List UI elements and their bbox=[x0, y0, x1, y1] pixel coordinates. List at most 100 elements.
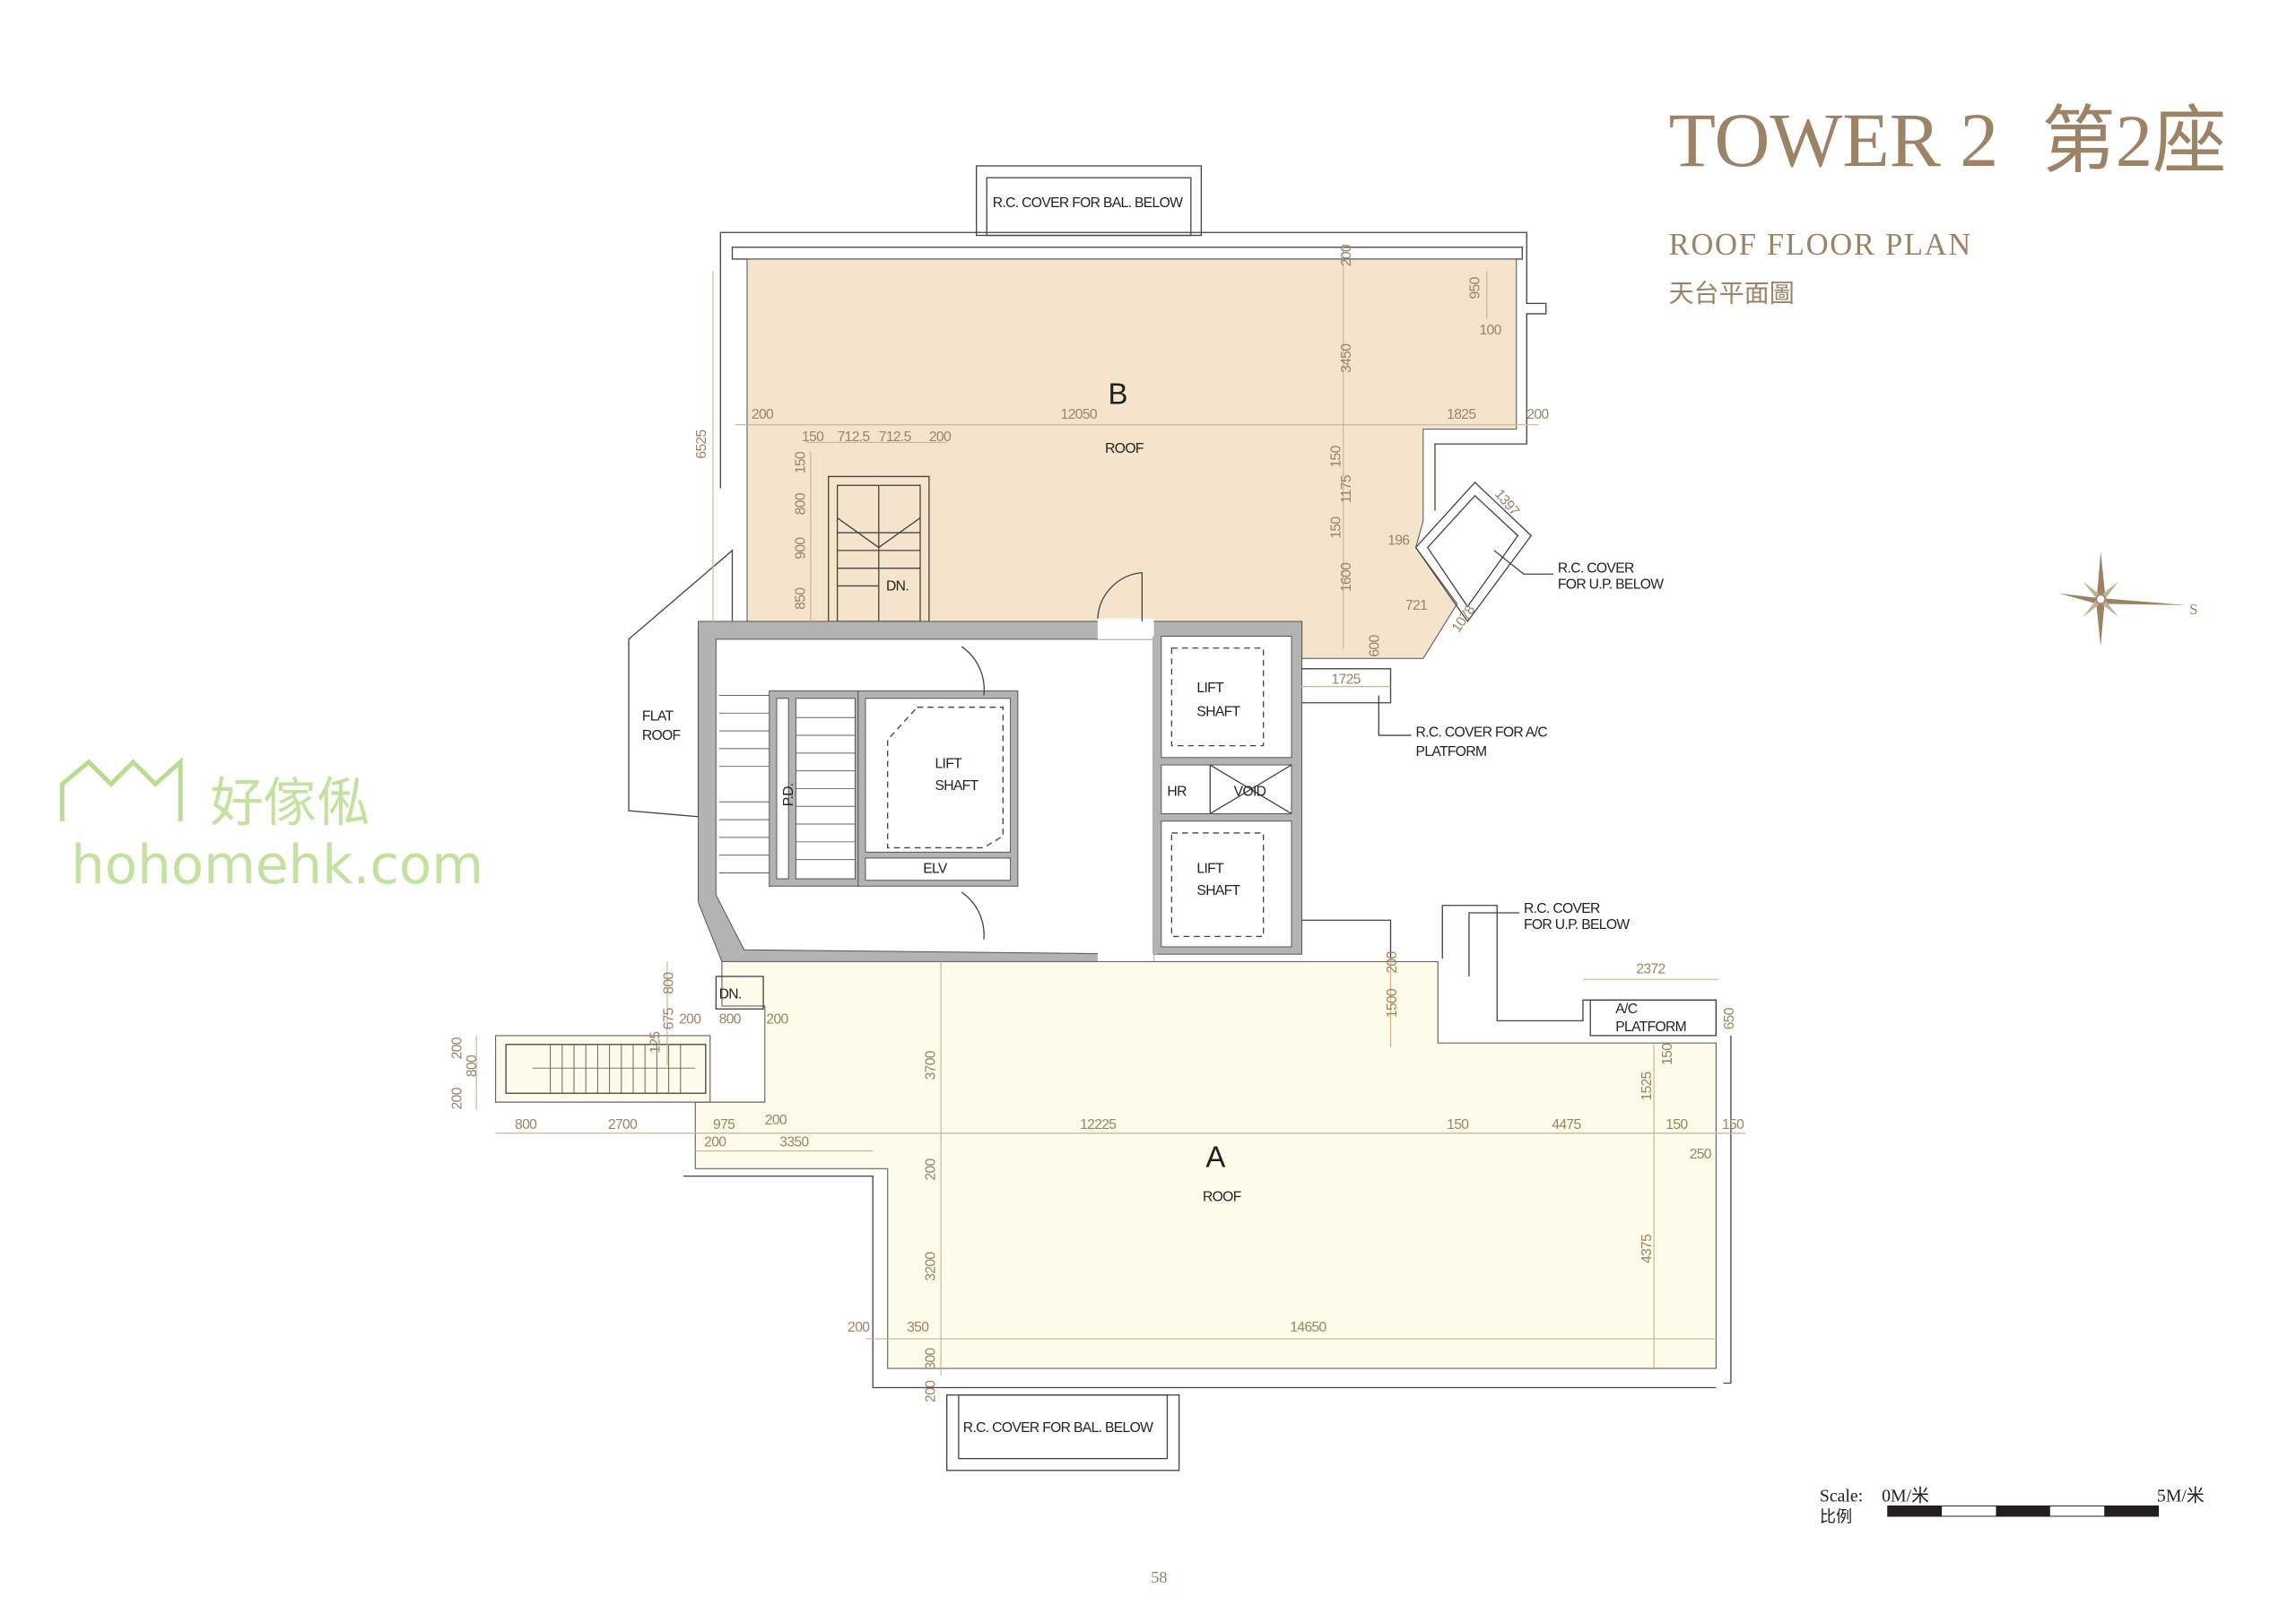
dim-label: 800 bbox=[793, 492, 808, 515]
dim-label: 200 bbox=[1385, 951, 1400, 974]
plan-subtitle: ROOF FLOOR PLAN bbox=[1669, 228, 1972, 262]
bal-cover-top-label: R.C. COVER FOR BAL. BELOW bbox=[993, 195, 1183, 211]
dim-label: 3700 bbox=[923, 1050, 938, 1080]
dim-label: 1725 bbox=[1332, 672, 1361, 687]
tower-title: TOWER 2 bbox=[1669, 98, 1999, 183]
house-logo-icon bbox=[59, 757, 183, 821]
ac-platform-label: A/C bbox=[1615, 1002, 1637, 1017]
dim-label: 200 bbox=[450, 1087, 465, 1109]
dim-label: 350 bbox=[907, 1320, 929, 1335]
compass-label: S bbox=[2189, 601, 2197, 618]
dim-label: 200 bbox=[923, 1158, 938, 1180]
stair-b bbox=[828, 475, 930, 622]
dim-label: 150 bbox=[1447, 1117, 1469, 1133]
elv-label: ELV bbox=[923, 861, 948, 876]
dim-label: 1600 bbox=[1339, 562, 1354, 592]
scale-bar: Scale: 比例 0M/米 5M/米 bbox=[1820, 1486, 2205, 1526]
dim-label: 1525 bbox=[1639, 1071, 1655, 1100]
ac-platform-label: PLATFORM bbox=[1615, 1020, 1686, 1035]
lift-shaft-label: SHAFT bbox=[1196, 883, 1240, 898]
dim-label: 150 bbox=[1660, 1043, 1675, 1065]
roof-area-b bbox=[746, 258, 1518, 659]
up-cover-diamond bbox=[1414, 482, 1533, 623]
dim-label: 200 bbox=[679, 1012, 701, 1028]
dim-label: 12225 bbox=[1080, 1117, 1117, 1133]
dim-label: 900 bbox=[793, 537, 808, 560]
dim-label: 3350 bbox=[779, 1135, 809, 1150]
outer-wall-b bbox=[719, 231, 1547, 511]
dim-label: 1500 bbox=[1385, 988, 1400, 1018]
room-labels: B ROOF A ROOF R.C. COVER FOR BAL. BELOW … bbox=[642, 195, 1687, 1436]
scale-label-zh: 比例 bbox=[1820, 1508, 1852, 1527]
door-b[interactable] bbox=[1097, 571, 1144, 622]
dim-label: 196 bbox=[1387, 533, 1410, 548]
ac-cover-label: R.C. COVER FOR A/C bbox=[1416, 725, 1548, 741]
dim-label: 850 bbox=[793, 587, 808, 610]
roof-area-a bbox=[694, 960, 1717, 1369]
stair-a bbox=[494, 1035, 711, 1103]
dim-label: 800 bbox=[465, 1055, 480, 1077]
lift-shaft-label: LIFT bbox=[935, 756, 962, 771]
dim-label: 150 bbox=[1328, 445, 1344, 467]
balcony-cover-bottom bbox=[946, 1394, 1180, 1471]
dim-label: 3450 bbox=[1339, 343, 1354, 373]
dim-label: 200 bbox=[450, 1037, 465, 1059]
dim-label: 1175 bbox=[1339, 474, 1354, 503]
dim-label: 100 bbox=[1479, 323, 1501, 338]
dim-label: 721 bbox=[1405, 598, 1427, 613]
dim-label: 200 bbox=[848, 1320, 870, 1335]
dim-label: 2372 bbox=[1636, 962, 1665, 977]
dim-label: 150 bbox=[1328, 516, 1344, 539]
page-number: 58 bbox=[1151, 1568, 1167, 1586]
dim-label: 300 bbox=[923, 1348, 938, 1370]
stair-down-label: DN. bbox=[719, 987, 742, 1002]
dim-label: 600 bbox=[1367, 635, 1382, 657]
dim-label: 14650 bbox=[1290, 1320, 1326, 1335]
dim-label: 4375 bbox=[1639, 1234, 1655, 1263]
watermark: 好傢俬 hohomehk.com bbox=[59, 757, 483, 897]
scale-label: Scale: bbox=[1820, 1486, 1863, 1506]
plan-subtitle-zh: 天台平面圖 bbox=[1669, 280, 1795, 308]
title-block: TOWER 2 第2座 ROOF FLOOR PLAN 天台平面圖 bbox=[1669, 98, 2227, 308]
lift-shaft-label: LIFT bbox=[1196, 861, 1224, 876]
dim-label: 800 bbox=[662, 972, 677, 994]
dim-label: 1397 bbox=[1492, 487, 1522, 519]
flat-roof-label: ROOF bbox=[642, 728, 681, 743]
up-cover-label: FOR U.P. BELOW bbox=[1524, 917, 1630, 933]
stair-down-label: DN. bbox=[886, 578, 909, 594]
watermark-zh: 好傢俬 bbox=[210, 773, 370, 835]
dim-label: 200 bbox=[765, 1113, 787, 1128]
lift-shaft-label: SHAFT bbox=[1196, 705, 1240, 720]
area-b-roof-label: ROOF bbox=[1105, 441, 1144, 456]
flat-roof-label: FLAT bbox=[642, 709, 674, 725]
watermark-en: hohomehk.com bbox=[71, 835, 483, 897]
dim-label: 2700 bbox=[608, 1117, 638, 1133]
up-cover-label: R.C. COVER bbox=[1524, 901, 1600, 916]
dim-label: 12050 bbox=[1061, 407, 1098, 422]
dim-label: 800 bbox=[719, 1012, 742, 1028]
dim-label: 1825 bbox=[1447, 407, 1476, 422]
balcony-cover-top bbox=[976, 165, 1203, 237]
dim-label: 200 bbox=[766, 1012, 788, 1028]
dim-label: 250 bbox=[1690, 1147, 1712, 1162]
dim-label: 4475 bbox=[1552, 1117, 1581, 1133]
lift-shaft-label: LIFT bbox=[1196, 681, 1224, 696]
dimension-lines bbox=[475, 244, 1746, 1376]
dim-label: 650 bbox=[1722, 1007, 1737, 1029]
dim-label: 125 bbox=[648, 1031, 664, 1054]
dim-label: 712.5 bbox=[838, 430, 871, 445]
dim-label: 800 bbox=[515, 1117, 537, 1133]
scale-end: 5M/米 bbox=[2157, 1486, 2205, 1506]
dim-label: 200 bbox=[923, 1380, 938, 1402]
dim-label: 975 bbox=[713, 1117, 735, 1133]
dim-label: 6525 bbox=[694, 429, 709, 458]
area-b-letter: B bbox=[1108, 378, 1127, 411]
dim-label: 200 bbox=[752, 407, 774, 422]
dim-label: 150 bbox=[793, 451, 808, 473]
compass-icon: S bbox=[2059, 551, 2197, 647]
dim-label: 200 bbox=[1339, 244, 1354, 266]
void-label: VOID bbox=[1234, 785, 1266, 800]
dim-label: 150 bbox=[1722, 1117, 1744, 1133]
dim-label: 200 bbox=[929, 430, 952, 445]
dim-label: 712.5 bbox=[879, 430, 912, 445]
